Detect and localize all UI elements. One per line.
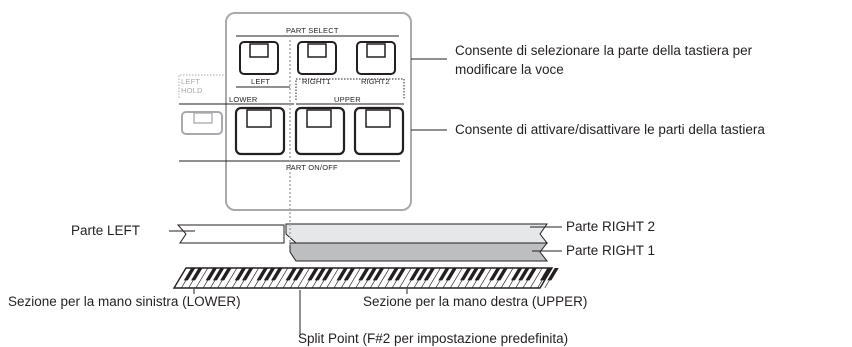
- black-key: [540, 268, 552, 281]
- lower-label: LOWER: [229, 95, 258, 104]
- left-part-bar: [176, 224, 285, 244]
- white-key-divider: [399, 267, 412, 289]
- white-key-divider: [428, 267, 441, 289]
- black-key: [292, 268, 305, 281]
- black-key: [314, 268, 327, 281]
- white-key-divider: [529, 267, 543, 289]
- white-key-divider: [500, 267, 514, 289]
- black-key: [321, 268, 334, 281]
- black-key: [256, 268, 268, 281]
- part-on-off-right1-button[interactable]: [294, 106, 346, 156]
- upper-dotted-box: [295, 78, 404, 100]
- part-on-off-right2-button[interactable]: [353, 106, 405, 156]
- black-key: [423, 268, 436, 281]
- black-key: [263, 268, 276, 281]
- keyboard-illustration: [172, 267, 559, 289]
- black-key: [525, 268, 537, 281]
- part-select-title: PART SELECT: [286, 26, 339, 35]
- left-hold-label-line1: LEFT: [181, 77, 201, 86]
- black-key: [365, 268, 377, 281]
- black-key: [460, 268, 472, 281]
- black-key: [445, 268, 457, 281]
- black-key: [285, 268, 298, 281]
- white-key-divider: [246, 267, 259, 289]
- part-on-off-left-button[interactable]: [234, 106, 286, 156]
- black-key: [496, 268, 508, 281]
- black-key: [474, 268, 487, 281]
- white-key-divider: [275, 267, 289, 289]
- right1-part-label: Parte RIGHT 1: [566, 243, 656, 258]
- white-key-divider: [224, 267, 238, 289]
- black-key: [336, 268, 348, 281]
- black-key: [467, 268, 479, 281]
- upper-label: UPPER: [334, 95, 361, 104]
- black-key: [241, 268, 254, 281]
- part-select-right1-button[interactable]: [297, 41, 337, 75]
- white-key-divider: [297, 267, 310, 289]
- white-key-divider: [377, 267, 390, 289]
- black-key: [489, 268, 501, 281]
- black-key: [271, 268, 283, 281]
- right2-part-bar: [285, 223, 549, 244]
- black-key: [510, 268, 523, 281]
- black-key: [518, 268, 530, 281]
- right-section-label: Sezione per la mano destra (UPPER): [363, 294, 588, 309]
- right1-part-bar: [289, 242, 549, 262]
- black-key: [234, 268, 247, 281]
- part-select-right2-button[interactable]: [356, 41, 396, 75]
- left-hold-button[interactable]: [181, 111, 223, 135]
- part-select-callout-line2: modificare la voce: [455, 62, 564, 77]
- part-select-left-button[interactable]: [239, 41, 279, 75]
- split-point-label: Split Point (F#2 per impostazione predef…: [298, 331, 569, 346]
- black-key: [358, 268, 370, 281]
- white-key-divider: [449, 267, 463, 289]
- select-left-label[interactable]: LEFT: [251, 77, 271, 86]
- white-key-divider: [326, 267, 339, 289]
- black-key: [191, 268, 203, 281]
- part-on-off-callout: Consente di attivare/disattivare le part…: [455, 122, 765, 137]
- black-key: [205, 268, 218, 281]
- black-key: [307, 268, 319, 281]
- black-key: [212, 268, 225, 281]
- black-key: [547, 268, 559, 281]
- black-key: [387, 268, 399, 281]
- left-part-label: Parte LEFT: [71, 223, 141, 238]
- black-key: [394, 268, 407, 281]
- right2-part-label: Parte RIGHT 2: [566, 219, 656, 234]
- black-key: [183, 268, 196, 281]
- select-right1-label[interactable]: RIGHT1: [302, 77, 331, 86]
- left-section-label: Sezione per la mano sinistra (LOWER): [8, 294, 241, 309]
- left-hold-label-line2: HOLD: [181, 86, 203, 95]
- white-key-divider: [348, 267, 361, 289]
- part-select-callout-line1: Consente di selezionare la parte della t…: [455, 43, 753, 58]
- black-key: [220, 268, 232, 281]
- white-key-divider: [195, 267, 209, 289]
- black-key: [438, 268, 450, 281]
- black-key: [409, 268, 421, 281]
- part-on-off-title: PART ON/OFF: [286, 163, 338, 172]
- select-right2-label[interactable]: RIGHT2: [361, 77, 390, 86]
- left-hold-dotted-box: [178, 74, 226, 98]
- white-key-divider: [479, 267, 492, 289]
- black-key: [372, 268, 385, 281]
- black-key: [416, 268, 428, 281]
- black-key: [343, 268, 356, 281]
